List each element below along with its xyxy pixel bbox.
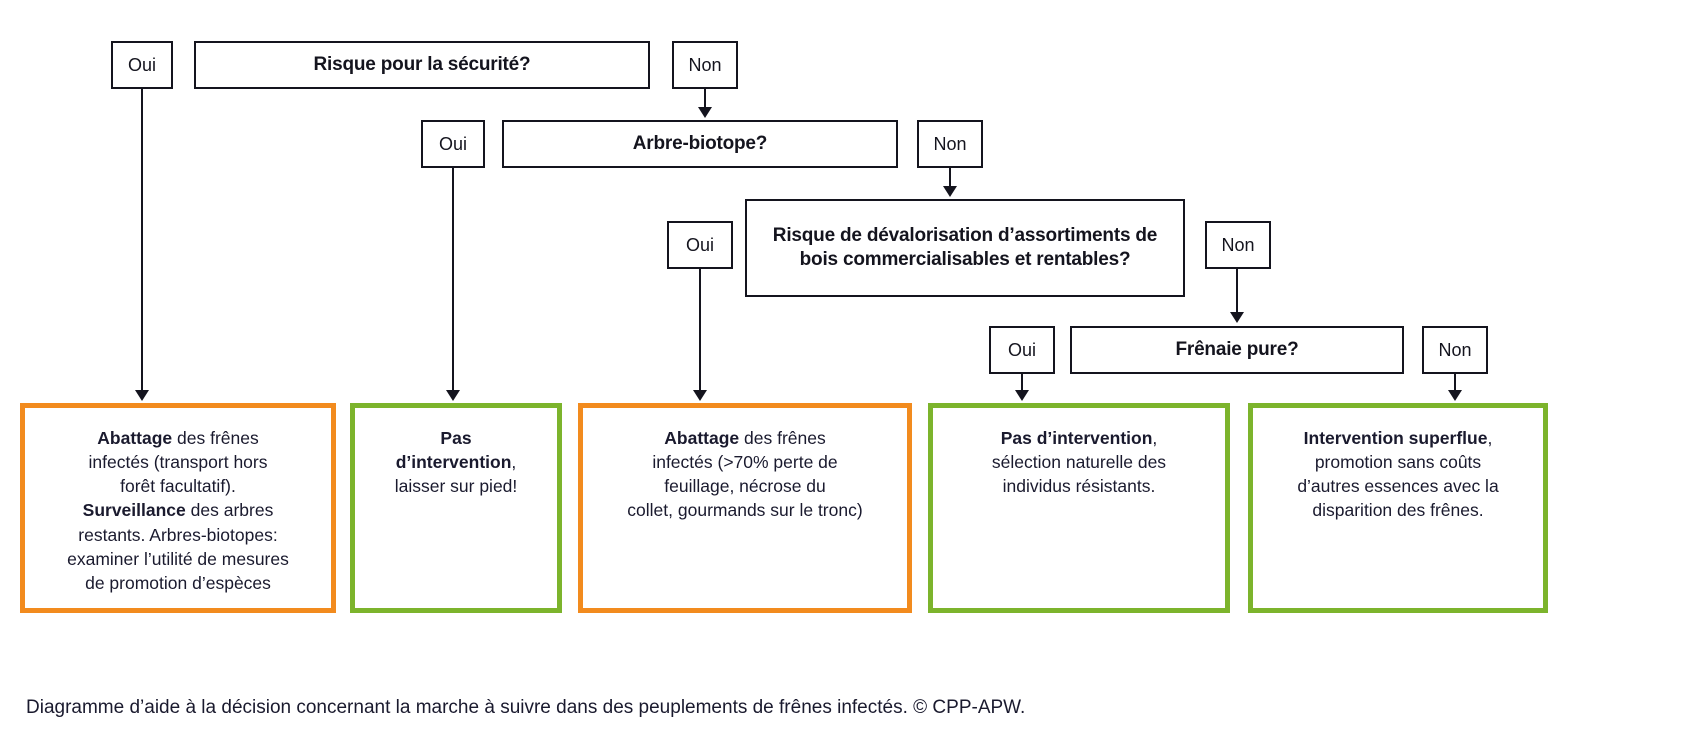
outcome-line: de promotion d’espèces [85, 572, 271, 593]
outcome-line: d’intervention, [395, 452, 517, 473]
answer-box-q4-oui: Oui [989, 326, 1055, 374]
arrowhead-q2-non [943, 186, 957, 197]
outcome-emphasis: Pas [440, 428, 472, 448]
arrowhead-q2-oui [446, 390, 460, 401]
outcome-line: promotion sans coûts [1314, 452, 1482, 473]
answer-box-q4-non: Non [1422, 326, 1488, 374]
connector-q4-oui [1021, 374, 1023, 394]
connector-q1-non [704, 89, 706, 111]
outcome-line: Pas d’intervention, [1000, 428, 1158, 448]
outcome-line: laisser sur pied! [394, 476, 518, 497]
answer-box-q2-non: Non [917, 120, 983, 168]
answer-label: Oui [1007, 339, 1036, 360]
answer-label: Non [1221, 234, 1255, 255]
outcome-emphasis: Abattage [664, 428, 740, 448]
outcome-emphasis: Surveillance [82, 500, 186, 521]
outcome-line: sélection naturelle des [991, 452, 1167, 473]
outcome-box-4: Pas d’intervention, sélection naturelle d… [928, 403, 1230, 613]
outcome-line: infectés (>70% perte de [652, 452, 838, 473]
outcome-emphasis: Intervention superflue [1303, 428, 1488, 448]
outcome-line: d’autres essences avec la [1297, 476, 1499, 497]
question-box-arbre-biotope: Arbre-biotope? [502, 120, 898, 168]
question-label: Risque pour la sécurité? [313, 54, 531, 76]
outcome-line: examiner l’utilité de mesures [67, 548, 289, 569]
answer-box-q1-non: Non [672, 41, 738, 89]
connector-q1-oui [141, 89, 143, 394]
question-label: Risque de dévalorisation d’assortiments … [772, 225, 1158, 270]
outcome-emphasis: Abattage [97, 428, 173, 448]
outcome-line: Surveillance des arbres [82, 500, 274, 521]
figure-caption: Diagramme d’aide à la décision concernan… [26, 697, 1026, 718]
outcome-line: feuillage, nécrose du [664, 476, 826, 497]
question-box-risque-securite: Risque pour la sécurité? [194, 41, 650, 89]
answer-label: Non [933, 133, 967, 154]
answer-box-q2-oui: Oui [421, 120, 485, 168]
connector-q4-non [1454, 374, 1456, 394]
outcome-line: restants. Arbres-biotopes: [78, 524, 278, 545]
outcome-line: Abattage des frênes [97, 428, 259, 448]
outcome-box-1: Abattage des frênes infectés (transport h… [20, 403, 336, 613]
connector-q2-non [949, 168, 951, 190]
connector-q3-non [1236, 269, 1238, 316]
answer-label: Non [1438, 339, 1472, 360]
outcome-line: Abattage des frênes [664, 428, 826, 448]
outcome-emphasis: d’intervention [395, 452, 512, 473]
question-label: Frênaie pure? [1175, 339, 1299, 361]
question-label: Arbre-biotope? [632, 133, 768, 155]
outcome-line: collet, gourmands sur le tronc) [627, 500, 863, 521]
connector-q3-oui [699, 269, 701, 394]
outcome-line: infectés (transport hors [88, 452, 268, 473]
outcome-box-2: Pas d’intervention, laisser sur pied! [350, 403, 562, 613]
outcome-line: disparition des frênes. [1312, 500, 1484, 521]
arrowhead-q4-oui [1015, 390, 1029, 401]
connector-q2-oui [452, 168, 454, 394]
arrowhead-q1-oui [135, 390, 149, 401]
answer-label: Oui [438, 133, 467, 154]
outcome-box-5: Intervention superflue, promotion sans co… [1248, 403, 1548, 613]
outcome-emphasis: Pas d’intervention [1000, 428, 1153, 448]
answer-label: Oui [127, 54, 156, 75]
outcome-line: individus résistants. [1002, 476, 1156, 497]
answer-label: Non [688, 54, 722, 75]
outcome-line: Intervention superflue, [1303, 428, 1493, 448]
question-box-risque-devalorisation: Risque de dévalorisation d’assortiments … [745, 199, 1185, 297]
answer-label: Oui [685, 234, 714, 255]
arrowhead-q4-non [1448, 390, 1462, 401]
arrowhead-q1-non [698, 107, 712, 118]
arrowhead-q3-oui [693, 390, 707, 401]
question-box-frenaie-pure: Frênaie pure? [1070, 326, 1404, 374]
arrowhead-q3-non [1230, 312, 1244, 323]
answer-box-q3-non: Non [1205, 221, 1271, 269]
answer-box-q3-oui: Oui [667, 221, 733, 269]
answer-box-q1-oui: Oui [111, 41, 173, 89]
outcome-line: Pas [367, 426, 545, 450]
outcome-line: forêt facultatif). [120, 476, 236, 497]
outcome-box-3: Abattage des frênes infectés (>70% perte … [578, 403, 912, 613]
